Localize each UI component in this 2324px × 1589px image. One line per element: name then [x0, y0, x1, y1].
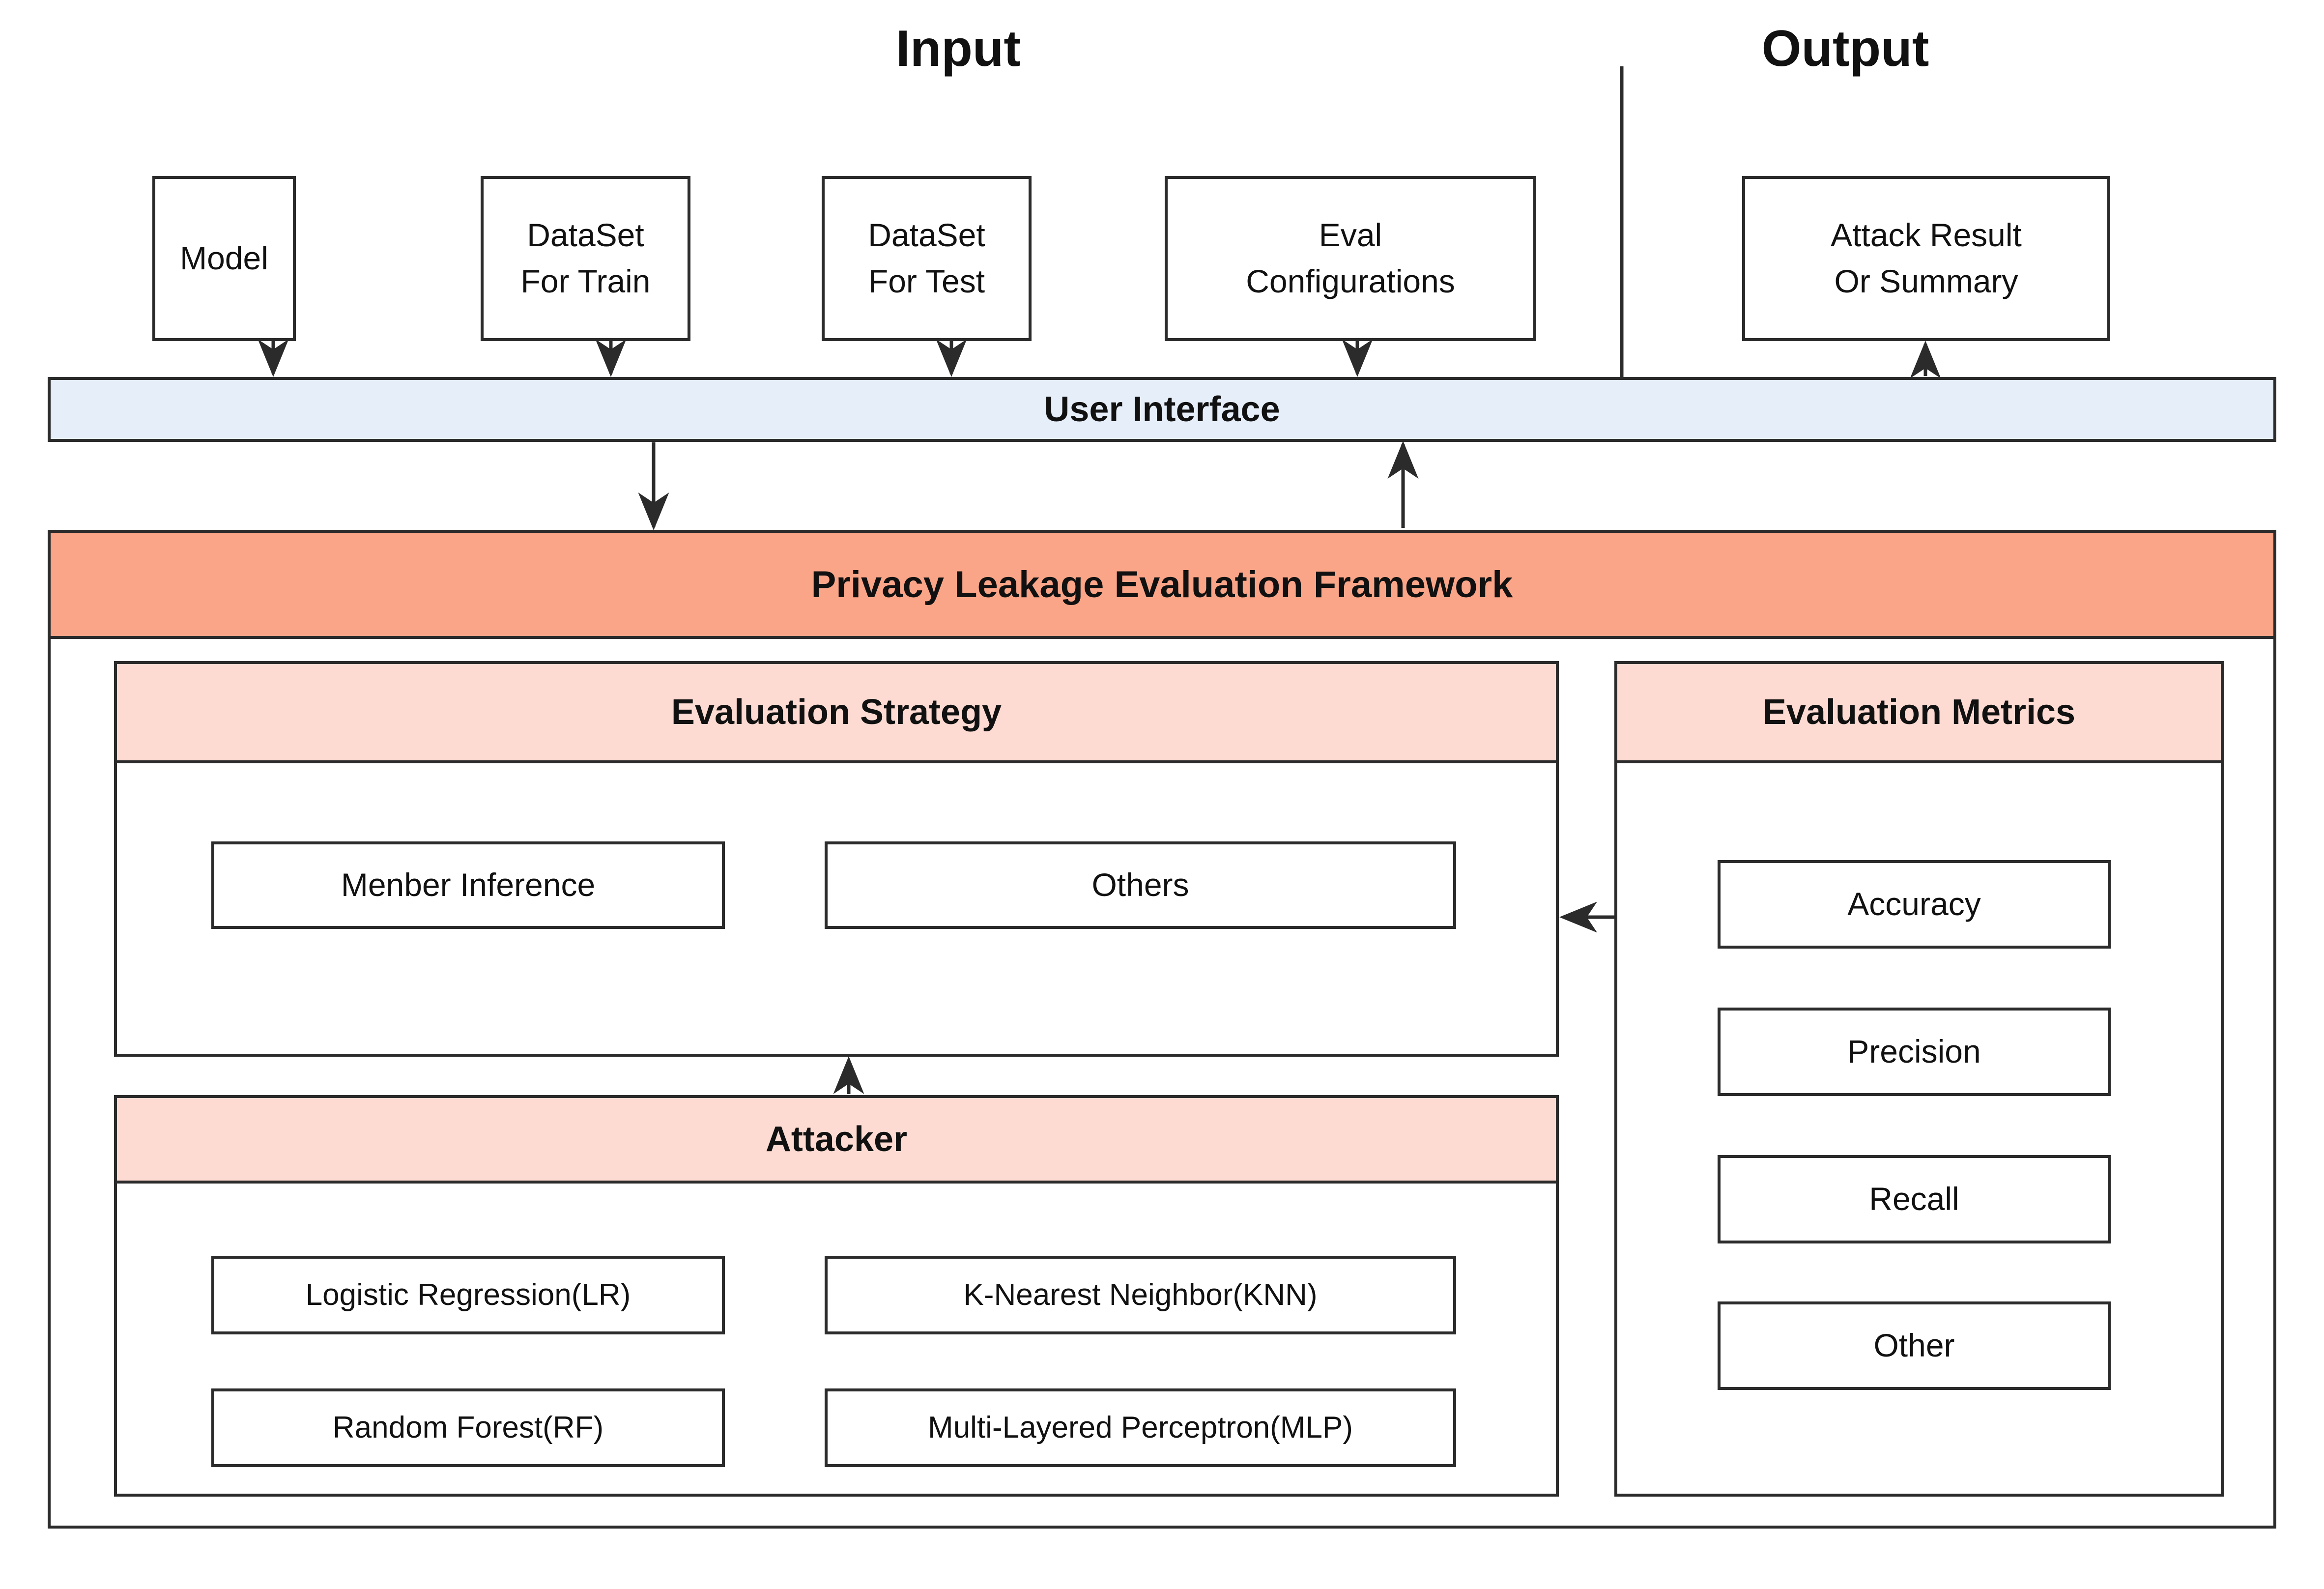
privacy-leakage-evaluation-framework-header[interactable]: Privacy Leakage Evaluation Framework — [48, 530, 2276, 639]
evaluation-metrics-item-accuracy[interactable]: Accuracy — [1718, 860, 2111, 949]
evaluation-metrics-item-accuracy-label: Accuracy — [1847, 886, 1981, 923]
evaluation-metrics-header[interactable]: Evaluation Metrics — [1614, 661, 2224, 763]
evaluation-strategy-item-others-label: Others — [1091, 867, 1189, 903]
input-node-model-line1: Model — [180, 240, 268, 277]
evaluation-metrics-item-recall[interactable]: Recall — [1718, 1155, 2111, 1243]
attacker-item-multi-layered-perceptron-label: Multi-Layered Perceptron(MLP) — [928, 1410, 1353, 1445]
evaluation-metrics-item-precision-label: Precision — [1847, 1033, 1981, 1070]
output-node-attack-result-line1: Attack Result — [1831, 217, 2022, 254]
input-section-title: Input — [895, 20, 1021, 77]
attacker-header-label: Attacker — [765, 1120, 908, 1159]
attacker-item-k-nearest-neighbor-label: K-Nearest Neighbor(KNN) — [963, 1277, 1318, 1312]
input-node-dataset-for-train-line2: For Train — [520, 263, 651, 299]
input-node-model[interactable]: Model — [152, 176, 296, 341]
evaluation-strategy-item-others[interactable]: Others — [825, 841, 1456, 929]
attacker-header[interactable]: Attacker — [114, 1095, 1559, 1184]
evaluation-strategy-item-menber-inference-label: Menber Inference — [341, 867, 596, 903]
evaluation-strategy-item-menber-inference[interactable]: Menber Inference — [211, 841, 725, 929]
attacker-item-multi-layered-perceptron[interactable]: Multi-Layered Perceptron(MLP) — [825, 1388, 1456, 1467]
output-node-attack-result-or-summary[interactable]: Attack Result Or Summary — [1742, 176, 2110, 341]
attacker-item-random-forest-label: Random Forest(RF) — [332, 1410, 604, 1445]
attacker-item-k-nearest-neighbor[interactable]: K-Nearest Neighbor(KNN) — [825, 1256, 1456, 1334]
evaluation-strategy-header[interactable]: Evaluation Strategy — [114, 661, 1559, 763]
input-node-dataset-for-train[interactable]: DataSet For Train — [481, 176, 690, 341]
attacker-item-logistic-regression-label: Logistic Regression(LR) — [305, 1277, 631, 1312]
input-node-dataset-for-test-line2: For Test — [868, 263, 985, 299]
privacy-leakage-evaluation-framework-label: Privacy Leakage Evaluation Framework — [811, 563, 1513, 606]
output-section-title: Output — [1761, 20, 1929, 77]
user-interface-label: User Interface — [1044, 390, 1280, 429]
input-node-dataset-for-test[interactable]: DataSet For Test — [822, 176, 1032, 341]
input-node-dataset-for-train-line1: DataSet — [527, 217, 644, 254]
input-node-eval-configurations-line1: Eval — [1319, 217, 1382, 254]
output-node-attack-result-line2: Or Summary — [1834, 263, 2018, 299]
attacker-item-random-forest[interactable]: Random Forest(RF) — [211, 1388, 725, 1467]
evaluation-metrics-item-other-label: Other — [1873, 1327, 1955, 1364]
evaluation-metrics-header-label: Evaluation Metrics — [1762, 693, 2076, 732]
evaluation-strategy-header-label: Evaluation Strategy — [671, 693, 1002, 732]
input-node-eval-configurations[interactable]: Eval Configurations — [1165, 176, 1536, 341]
input-node-eval-configurations-line2: Configurations — [1246, 263, 1455, 299]
user-interface-band[interactable]: User Interface — [48, 377, 2276, 442]
evaluation-metrics-item-precision[interactable]: Precision — [1718, 1008, 2111, 1096]
evaluation-metrics-item-other[interactable]: Other — [1718, 1301, 2111, 1390]
evaluation-metrics-item-recall-label: Recall — [1869, 1181, 1959, 1217]
attacker-item-logistic-regression[interactable]: Logistic Regression(LR) — [211, 1256, 725, 1334]
input-node-dataset-for-test-line1: DataSet — [868, 217, 985, 254]
